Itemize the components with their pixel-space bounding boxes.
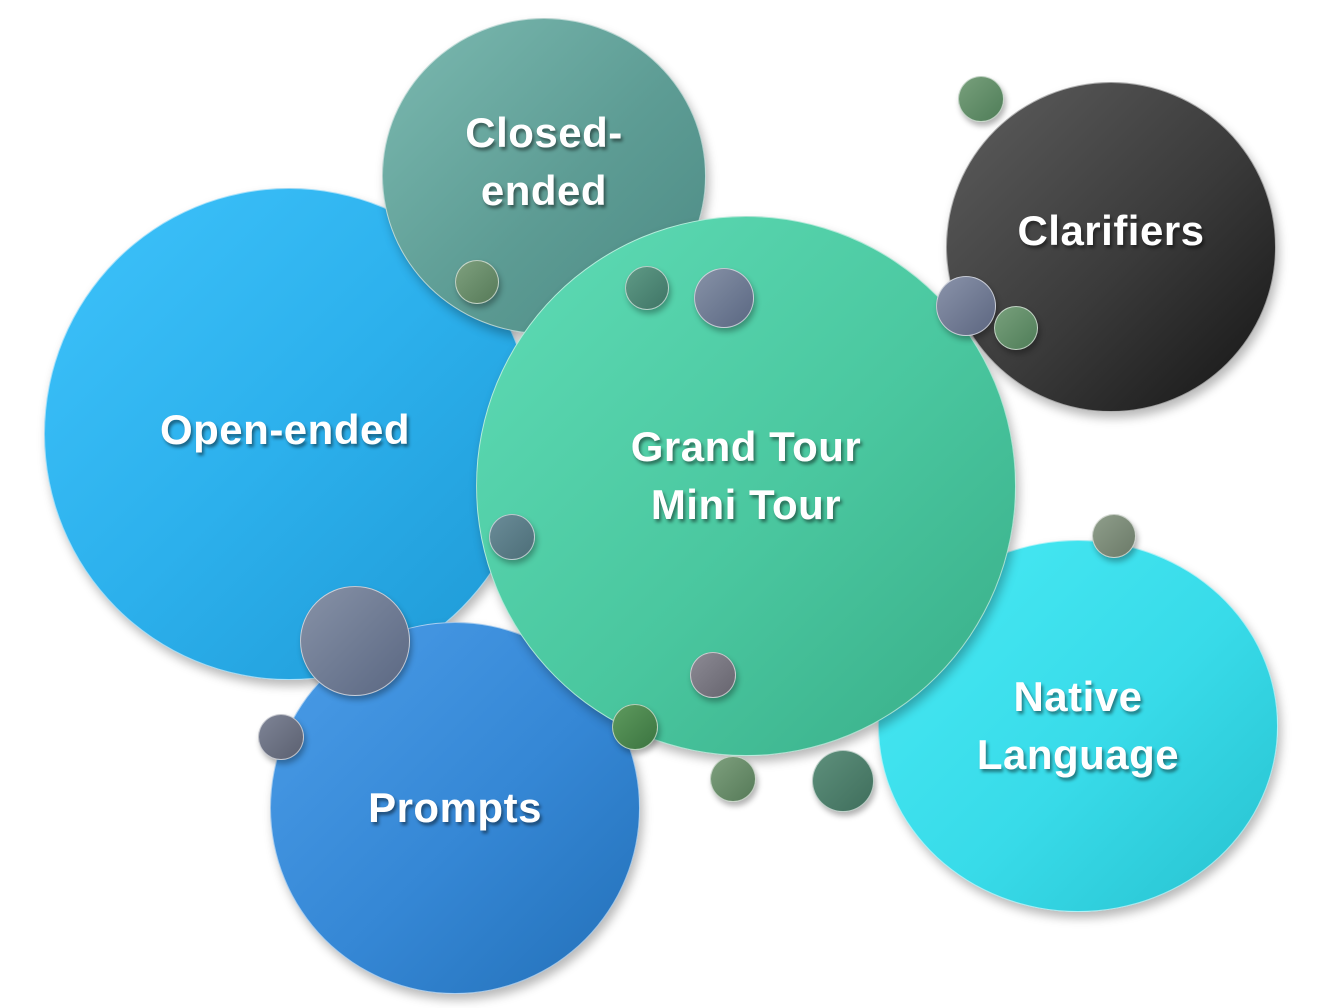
decorative-dot — [958, 76, 1004, 122]
decorative-dot — [936, 276, 996, 336]
decorative-dot — [612, 704, 658, 750]
decorative-dot — [994, 306, 1038, 350]
decorative-dot — [1092, 514, 1136, 558]
prompts-label: Prompts — [368, 784, 542, 831]
decorative-dot — [300, 586, 410, 696]
closed-ended-label: Closed- ended — [465, 109, 623, 214]
decorative-dot — [694, 268, 754, 328]
decorative-dot — [690, 652, 736, 698]
decorative-dot — [489, 514, 535, 560]
open-ended-label: Open-ended — [159, 406, 410, 453]
clarifiers-label: Clarifiers — [1017, 207, 1205, 254]
bubble-clarifiers: Clarifiers — [946, 82, 1276, 412]
decorative-dot — [258, 714, 304, 760]
decorative-dot — [710, 756, 756, 802]
decorative-dot — [455, 260, 499, 304]
decorative-dot — [625, 266, 669, 310]
decorative-dot — [812, 750, 874, 812]
grand-tour-label: Grand Tour Mini Tour — [630, 423, 862, 528]
native-language-label: Native Language — [976, 673, 1180, 778]
